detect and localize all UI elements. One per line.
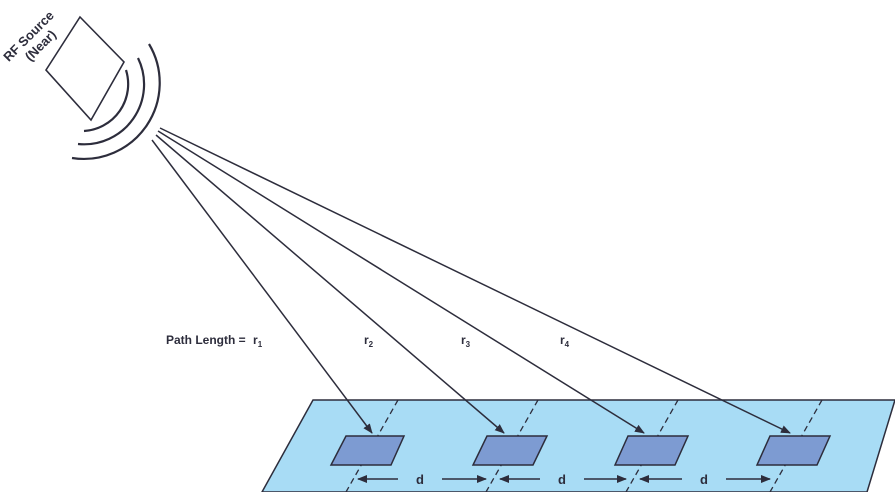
wavefront-arc-2 <box>77 57 146 146</box>
antenna-elements <box>329 435 832 466</box>
wavefront-arc-3 <box>71 43 161 160</box>
svg-text:r2: r2 <box>364 333 374 349</box>
path-r2 <box>155 134 505 434</box>
path-length-prefix: Path Length = <box>166 333 246 347</box>
path-r4 <box>159 127 791 434</box>
antenna-element-4 <box>755 435 832 466</box>
path-r1 <box>151 139 373 434</box>
svg-text:r3: r3 <box>461 333 471 349</box>
path-label-r4-sub: 4 <box>565 340 570 349</box>
wavefront-arc-1 <box>83 69 130 133</box>
spacing-label-3: d <box>700 472 708 487</box>
antenna-element-1 <box>329 435 406 466</box>
path-r3 <box>157 130 645 434</box>
path-label-r1: r <box>253 333 258 347</box>
array-plane <box>261 399 895 492</box>
propagation-paths <box>151 127 791 434</box>
rf-source <box>44 15 161 160</box>
path-label-r4: r <box>560 333 565 347</box>
path-label-r2-sub: 2 <box>369 340 374 349</box>
spacing-label-1: d <box>416 472 424 487</box>
path-label-r1-sub: 1 <box>258 340 263 349</box>
wavefront-arcs <box>71 43 161 160</box>
svg-text:Path Length = r1: Path Length = r1 <box>166 333 263 349</box>
path-label-r3: r <box>461 333 466 347</box>
antenna-element-2 <box>471 435 549 466</box>
path-label-r3-sub: 3 <box>466 340 471 349</box>
spacing-label-2: d <box>558 472 566 487</box>
svg-text:r4: r4 <box>560 333 570 349</box>
antenna-element-3 <box>613 435 690 466</box>
path-label-r2: r <box>364 333 369 347</box>
horn-antenna-icon <box>44 15 125 122</box>
